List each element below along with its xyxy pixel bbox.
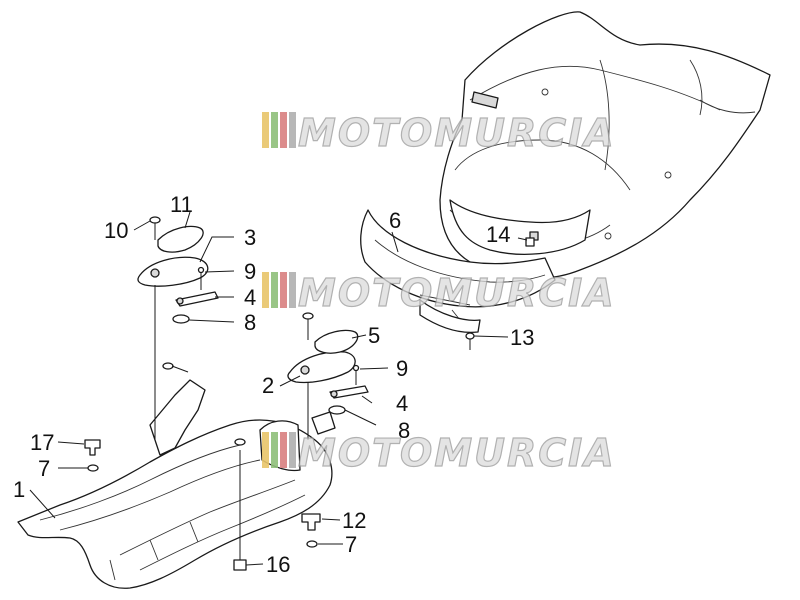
- part-5-cap: [314, 329, 359, 354]
- callout-6: 6: [389, 208, 401, 233]
- callout-2: 2: [262, 373, 274, 398]
- part-4-bracket-upper: [175, 291, 219, 307]
- mount-tab: [311, 411, 336, 435]
- callout-10: 10: [104, 218, 128, 243]
- part-10-screw-right: [302, 312, 314, 340]
- part-8-washer-upper: [172, 314, 190, 324]
- callout-17: 17: [30, 430, 54, 455]
- rear-body-shell: [439, 11, 771, 279]
- callout-5: 5: [368, 323, 380, 348]
- screw-center: [234, 438, 246, 446]
- part-6-trim-panel: [360, 209, 556, 334]
- part-3-cover: [137, 256, 209, 287]
- part-7-washer-right: [306, 540, 318, 548]
- callout-labels: 1 2 3 4 4 5 6 7 7 8 8 9 9 10 11 12 13 14…: [13, 192, 534, 577]
- callout-7-right: 7: [345, 532, 357, 557]
- watermark-logo-middle: MOTOMURCIA: [262, 270, 616, 316]
- callout-1: 1: [13, 477, 25, 502]
- callout-14: 14: [486, 222, 510, 247]
- watermark-text: MOTOMURCIA: [298, 271, 616, 315]
- callout-4-upper: 4: [244, 285, 256, 310]
- callout-3: 3: [244, 225, 256, 250]
- callout-8-lower: 8: [398, 418, 410, 443]
- screw-left-mount: [162, 362, 189, 373]
- watermark-logo-top: MOTOMURCIA: [262, 110, 616, 156]
- part-7-washer-left: [87, 464, 99, 472]
- leader-lines: [29, 211, 528, 566]
- watermark-logo-bottom: MOTOMURCIA: [262, 430, 616, 476]
- part-16-clip: [233, 559, 247, 571]
- part-17-bolt: [84, 439, 101, 456]
- part-8-washer-lower: [328, 405, 346, 415]
- callout-4-lower: 4: [396, 391, 408, 416]
- part-10-screw: [149, 216, 161, 240]
- callout-12: 12: [342, 508, 366, 533]
- part-4-bracket-lower: [329, 385, 369, 399]
- watermark-text: MOTOMURCIA: [298, 431, 616, 475]
- callout-13: 13: [510, 325, 534, 350]
- callout-9-upper: 9: [244, 259, 256, 284]
- callout-8-upper: 8: [244, 310, 256, 335]
- part-13-screw: [465, 332, 475, 350]
- part-11-cap: [157, 225, 204, 253]
- callout-9-lower: 9: [396, 356, 408, 381]
- callout-7-left: 7: [38, 456, 50, 481]
- part-9-bolt-lower: [352, 364, 360, 385]
- part-14-clip: [525, 237, 535, 247]
- watermark-text: MOTOMURCIA: [298, 111, 616, 155]
- part-2-cover: [287, 351, 356, 384]
- callout-11: 11: [170, 192, 193, 217]
- part-9-bolt-upper: [197, 266, 205, 290]
- part-12-bolt: [301, 513, 321, 531]
- callout-16: 16: [266, 552, 290, 577]
